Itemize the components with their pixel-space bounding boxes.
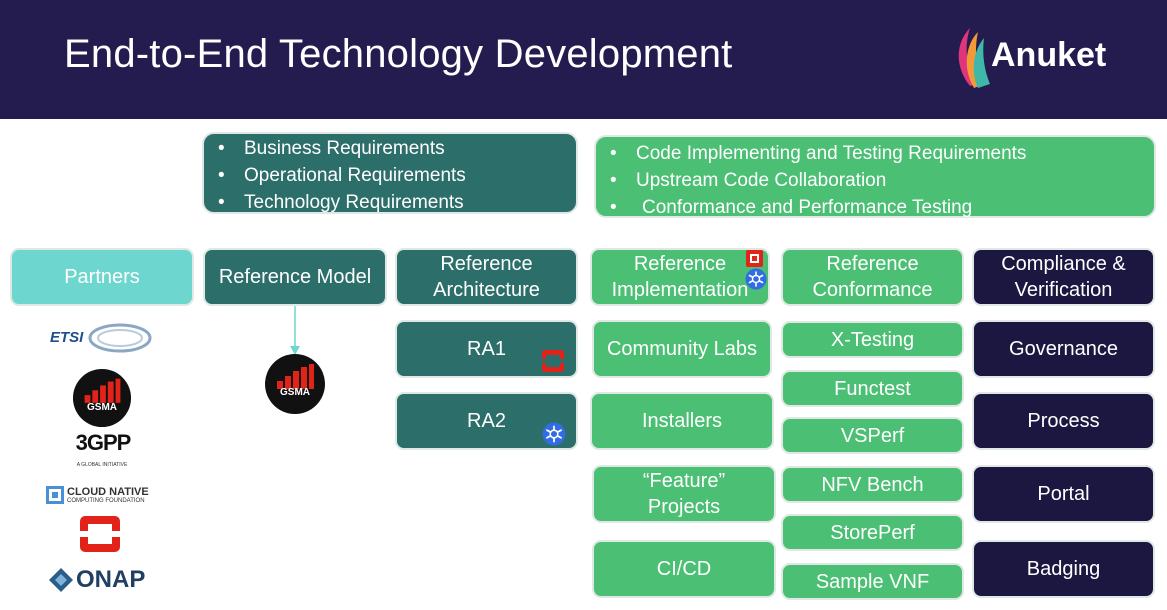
requirement-conformance-testing: Conformance and Performance Testing [596, 194, 1154, 221]
vsperf-box: VSPerf [781, 417, 964, 454]
compliance-line2: Verification [1014, 279, 1113, 301]
community-labs-box: Community Labs [592, 320, 772, 378]
onap-icon [49, 568, 73, 592]
reference-conformance-line2: Conformance [812, 279, 933, 301]
governance-label: Governance [1009, 338, 1118, 360]
portal-box: Portal [972, 465, 1155, 523]
process-label: Process [1027, 410, 1100, 432]
compliance-header: Compliance & Verification [972, 248, 1155, 306]
nfv-bench-box: NFV Bench [781, 466, 964, 503]
header-bar: End-to-End Technology Development Anuket [0, 0, 1167, 119]
x-testing-box: X-Testing [781, 321, 964, 358]
feature-projects-line2: Projects [647, 496, 721, 518]
cicd-box: CI/CD [592, 540, 776, 598]
nfv-bench-label: NFV Bench [821, 473, 924, 496]
openstack-icon [542, 350, 564, 372]
reference-conformance-line1: Reference [826, 253, 919, 275]
onap-text: ONAP [76, 566, 146, 593]
feature-projects-box: “Feature” Projects [592, 465, 776, 523]
vsperf-label: VSPerf [840, 424, 905, 447]
openstack-logo-icon [80, 516, 120, 552]
logo-text: Anuket [991, 36, 1107, 74]
storeperf-label: StorePerf [830, 521, 915, 544]
x-testing-label: X-Testing [830, 328, 915, 351]
reference-model-label: Reference Model [218, 266, 372, 288]
requirements-box-left: Business Requirements Operational Requir… [202, 132, 578, 216]
badging-label: Badging [1026, 558, 1101, 580]
partners-header: Partners [10, 248, 194, 306]
reference-architecture-line1: Reference [440, 253, 533, 275]
storeperf-box: StorePerf [781, 514, 964, 551]
ra1-label: RA1 [467, 338, 506, 360]
cicd-label: CI/CD [656, 558, 712, 580]
page-title: End-to-End Technology Development [64, 32, 733, 76]
reference-implementation-header: Reference Implementation [590, 248, 770, 306]
process-box: Process [972, 392, 1155, 450]
gsma-logo-icon [72, 368, 132, 428]
installers-label: Installers [641, 410, 723, 432]
reference-conformance-header: Reference Conformance [781, 248, 964, 306]
requirement-business: Business Requirements [204, 135, 576, 162]
functest-label: Functest [834, 377, 911, 400]
governance-box: Governance [972, 320, 1155, 378]
ra2-label: RA2 [467, 410, 506, 432]
threegpp-logo: 3GPP [75, 430, 132, 455]
badging-box: Badging [972, 540, 1155, 598]
etsi-logo: ETSI [50, 322, 154, 354]
reference-implementation-line2: Implementation [611, 279, 749, 301]
reference-architecture-line2: Architecture [433, 279, 540, 301]
etsi-text: ETSI [50, 329, 84, 346]
sample-vnf-label: Sample VNF [815, 570, 930, 593]
reference-model-header: Reference Model [203, 248, 387, 306]
cncf-text-line2: COMPUTING FOUNDATION [67, 498, 145, 504]
requirement-code-implementing: Code Implementing and Testing Requiremen… [596, 140, 1154, 167]
gsma-model-label: GSMA [280, 387, 310, 398]
cncf-text-line1: CLOUD NATIVE [67, 486, 149, 498]
compliance-line1: Compliance & [1001, 253, 1126, 275]
kubernetes-icon [542, 422, 566, 446]
reference-architecture-header: Reference Architecture [395, 248, 578, 306]
kubernetes-icon [745, 268, 767, 290]
gsma-model-icon [265, 354, 325, 414]
anuket-logo: Anuket [948, 22, 1128, 92]
requirement-technology: Technology Requirements [204, 189, 576, 216]
sample-vnf-box: Sample VNF [781, 563, 964, 600]
requirement-operational: Operational Requirements [204, 162, 576, 189]
feature-projects-line1: “Feature” [642, 470, 726, 492]
requirements-box-right: Code Implementing and Testing Requiremen… [594, 135, 1156, 221]
etsi-swoosh-icon [88, 323, 152, 353]
model-connector-arrow [290, 306, 300, 355]
openstack-icon [746, 250, 763, 267]
cncf-icon [46, 486, 64, 504]
reference-implementation-line1: Reference [633, 253, 727, 275]
functest-box: Functest [781, 370, 964, 407]
community-labs-label: Community Labs [606, 338, 758, 360]
portal-label: Portal [1037, 483, 1090, 505]
gsma-logo-label: GSMA [87, 402, 117, 413]
requirement-upstream: Upstream Code Collaboration [596, 167, 1154, 194]
installers-box: Installers [590, 392, 774, 450]
anuket-logo-icon [958, 28, 990, 88]
threegpp-tagline: A GLOBAL INITIATIVE [76, 462, 128, 468]
partners-label: Partners [64, 266, 140, 288]
